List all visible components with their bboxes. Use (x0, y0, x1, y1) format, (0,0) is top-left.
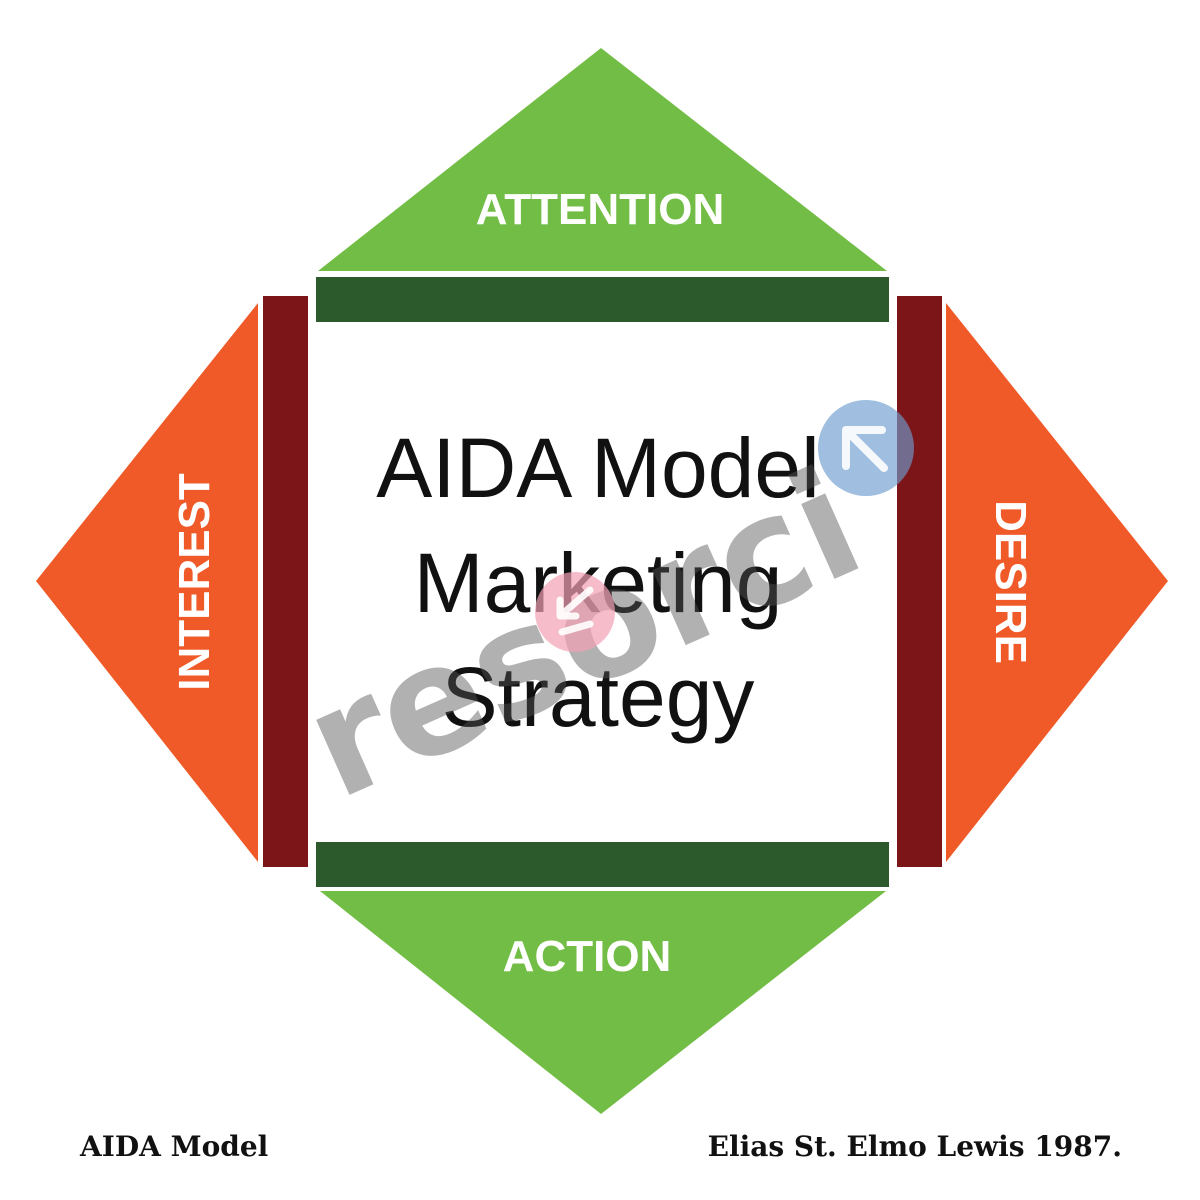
action-bar (316, 842, 889, 887)
desire-label: DESIRE (986, 500, 1035, 664)
interest-triangle (36, 303, 258, 862)
attention-bar (316, 277, 889, 322)
desire-bar (897, 296, 942, 867)
action-label: ACTION (503, 932, 672, 981)
center-title-line-1: AIDA Model (376, 421, 820, 515)
arrow-up-left-circle-icon (818, 400, 914, 496)
center-title-line-3: Strategy (442, 650, 755, 744)
interest-bar (263, 296, 308, 867)
interest-label: INTEREST (170, 473, 219, 691)
arrow-down-left-circle-icon (535, 572, 615, 652)
attention-label: ATTENTION (476, 185, 725, 234)
desire-triangle (946, 303, 1168, 862)
attention-triangle (318, 48, 887, 271)
caption-citation: Elias St. Elmo Lewis 1987. (707, 1130, 1122, 1163)
caption-model-name: AIDA Model (80, 1130, 269, 1163)
action-triangle (320, 891, 886, 1114)
